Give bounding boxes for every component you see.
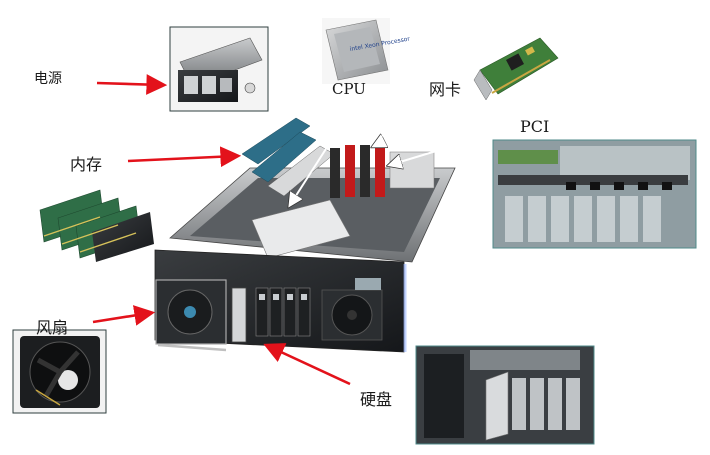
power-supply-photo: [169, 26, 269, 112]
memory-modules-photo: [39, 189, 154, 262]
label-hard-disk: 硬盘: [360, 390, 393, 409]
arrow-disk: [263, 343, 351, 386]
label-memory: 内存: [70, 155, 103, 174]
arrow-fan: [92, 305, 156, 326]
label-power-supply: 电源: [34, 71, 62, 87]
memory-riser-modules: [241, 117, 335, 197]
arrow-pci: [390, 127, 513, 165]
hard-disk-bays: [231, 287, 311, 343]
arrow-cpu: [290, 101, 357, 205]
cpu-chip-photo: intel Xeon Processor: [322, 18, 411, 84]
label-cpu: CPU: [332, 80, 366, 98]
fan-photo: [12, 329, 107, 414]
pci-slot-photo: [492, 139, 697, 249]
front-fan-module: [155, 279, 227, 352]
server-chassis-photo: [154, 117, 456, 353]
arrow-power: [96, 74, 168, 95]
label-fan: 风扇: [36, 318, 69, 337]
hard-disk-photo: [415, 345, 595, 445]
label-network-card: 网卡: [429, 80, 462, 99]
arrow-memory: [127, 146, 242, 168]
front-right-fan: [321, 278, 383, 341]
callout-arrows: [92, 74, 513, 386]
network-card-photo: [473, 37, 559, 101]
arrow-nic: [374, 100, 463, 146]
label-pci: PCI: [520, 117, 550, 136]
